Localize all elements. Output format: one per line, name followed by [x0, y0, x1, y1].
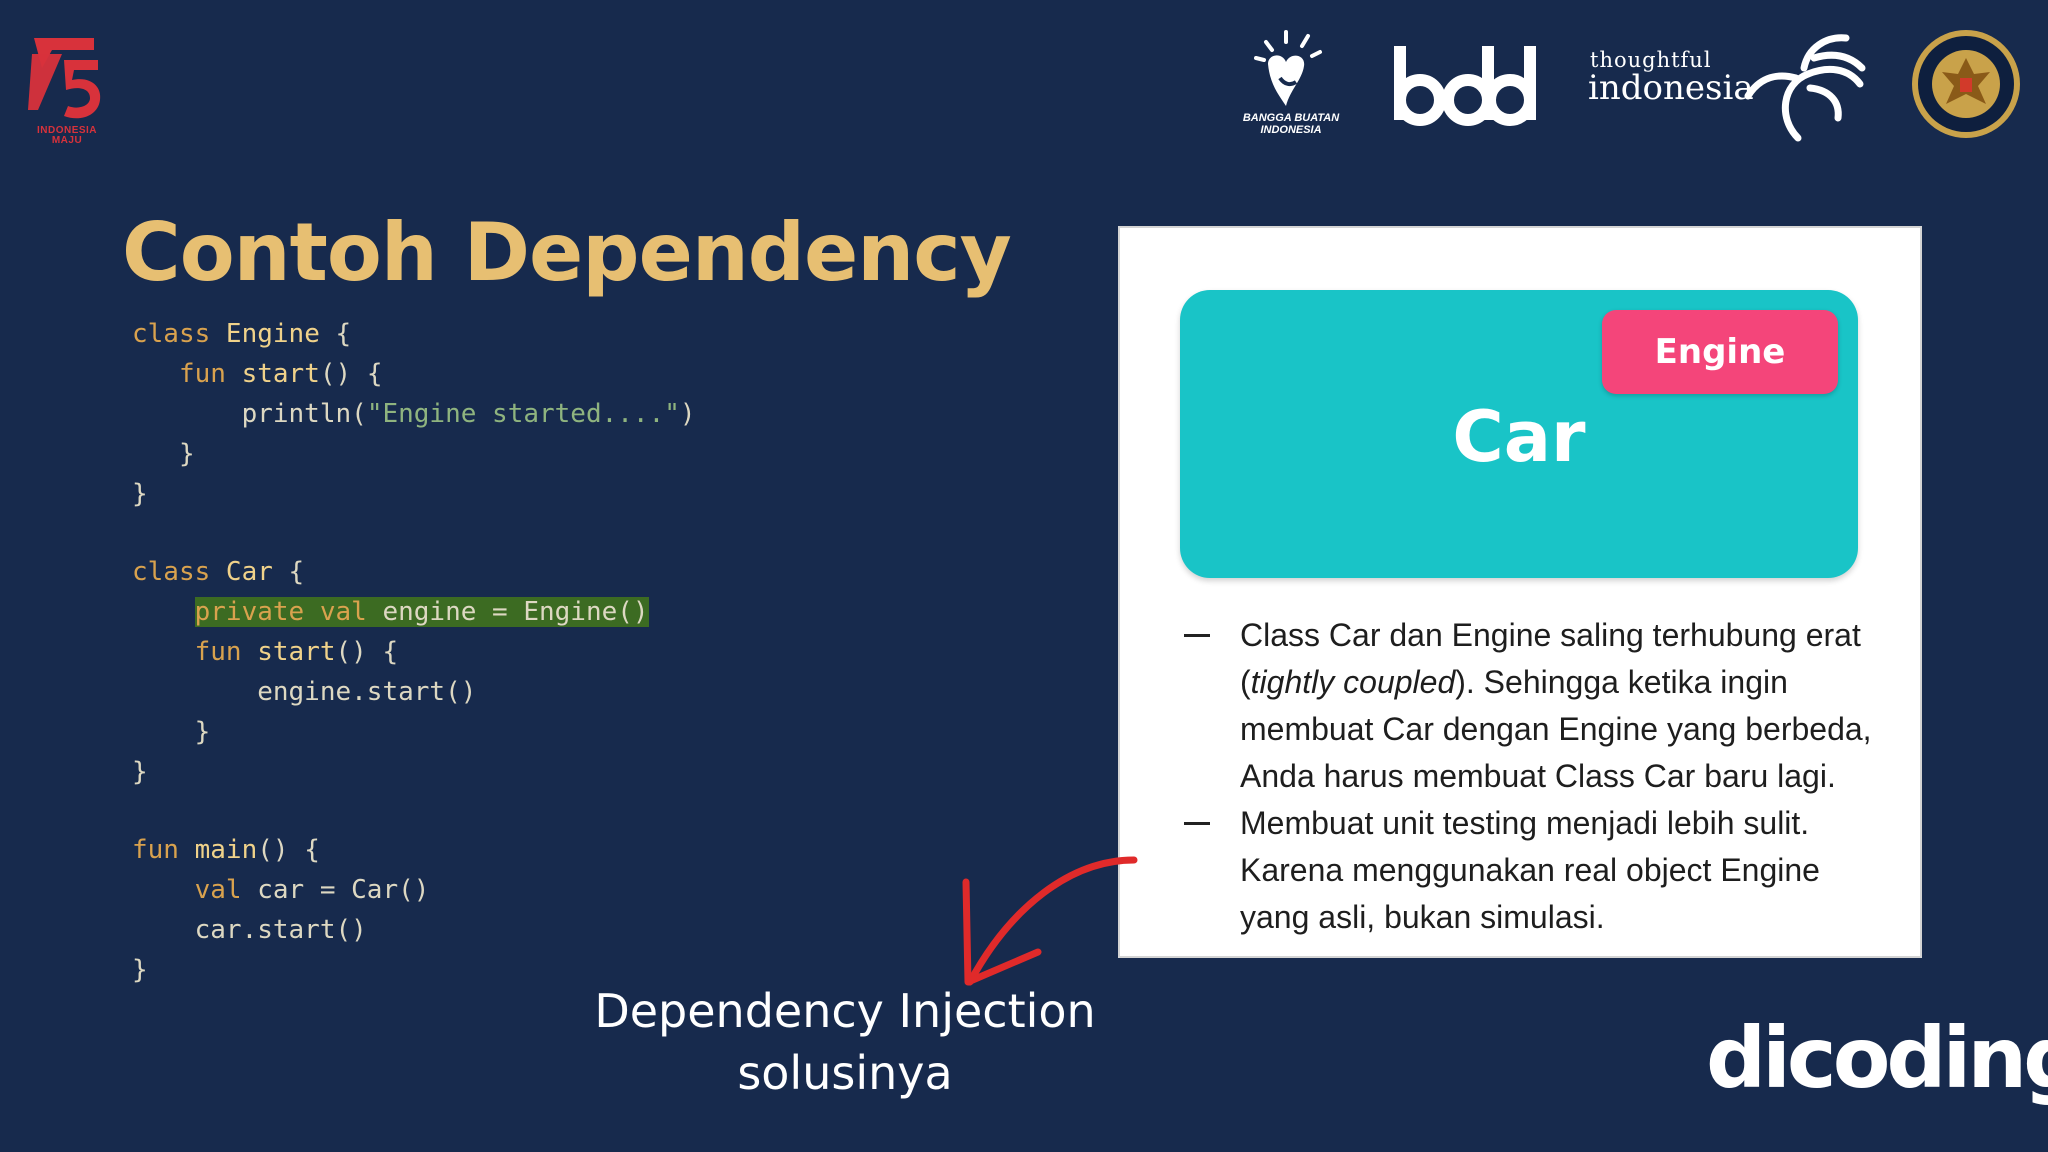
code-line: } — [132, 950, 696, 990]
car-box: Engine Car — [1180, 290, 1858, 578]
dash-icon — [1184, 634, 1210, 637]
code-line: val car = Car() — [132, 870, 696, 910]
thoughtful-indonesia-logo: thoughtful indonesia — [1588, 28, 1868, 148]
logo-75-caption-line2: MAJU — [51, 135, 83, 146]
code-line: private val engine = Engine() — [132, 592, 696, 632]
kemenparekraf-seal — [1910, 28, 2022, 148]
logo-75-caption-line1: INDONESIA — [36, 125, 98, 136]
code-line: car.start() — [132, 910, 696, 950]
code-token: fun — [132, 835, 195, 865]
bullet-item: Membuat unit testing menjadi lebih sulit… — [1184, 800, 1890, 941]
dependency-injection-note: Dependency Injection solusinya — [540, 980, 1150, 1104]
code-token: Car — [225, 557, 273, 587]
code-token: car = Car() — [257, 875, 430, 905]
code-token: () { — [319, 359, 383, 389]
highlighted-code-token: private val — [194, 597, 383, 627]
dash-icon — [1184, 822, 1210, 825]
code-line — [132, 514, 696, 552]
bullet-list: Class Car dan Engine saling terhubung er… — [1184, 612, 1890, 941]
code-token: engine.start() — [132, 677, 477, 707]
code-token: println( — [132, 399, 367, 429]
code-block: class Engine { fun start() { println("En… — [132, 314, 696, 990]
code-token: () { — [335, 637, 399, 667]
code-line: fun main() { — [132, 830, 696, 870]
bullet-line: Karena menggunakan real object Engine — [1240, 852, 1820, 888]
seal-emblem-icon — [1912, 30, 2020, 138]
code-token — [132, 597, 195, 627]
code-token: class — [132, 557, 226, 587]
code-token: car.start() — [132, 915, 367, 945]
code-line: engine.start() — [132, 672, 696, 712]
bullet-line: Class Car dan Engine saling terhubung er… — [1240, 617, 1861, 653]
code-line: println("Engine started....") — [132, 394, 696, 434]
code-token: } — [132, 479, 148, 509]
bbi-caption-line2: INDONESIA — [1260, 124, 1322, 136]
code-token: "Engine started...." — [366, 399, 680, 429]
code-token: } — [132, 717, 211, 747]
note-line-1: Dependency Injection — [594, 984, 1096, 1038]
code-line — [132, 792, 696, 830]
indonesia-text: indonesia — [1588, 68, 1754, 108]
red-arrow-icon — [962, 856, 1138, 986]
code-token: fun — [132, 359, 242, 389]
slide-title: Contoh Dependency — [122, 206, 1012, 299]
logo-75-caption: INDONESIA MAJU — [22, 126, 112, 146]
code-line: class Car { — [132, 552, 696, 592]
code-line: fun start() { — [132, 354, 696, 394]
highlighted-code-token: engine = Engine() — [382, 597, 649, 627]
code-token: { — [272, 557, 305, 587]
bbi-caption: BANGGA BUATAN INDONESIA — [1236, 112, 1346, 136]
bullet-line: (tightly coupled). Sehingga ketika ingin — [1240, 664, 1788, 700]
bbi-caption-line1: BANGGA BUATAN — [1242, 112, 1340, 124]
code-line: } — [132, 474, 696, 514]
code-token: ) — [679, 399, 696, 429]
code-token: Engine — [225, 319, 320, 349]
engine-box: Engine — [1602, 310, 1838, 394]
code-token: start — [241, 359, 320, 389]
logo-75-mark — [28, 38, 101, 119]
bullet-line: Anda harus membuat Class Car baru lagi. — [1240, 758, 1836, 794]
code-line: fun start() { — [132, 632, 696, 672]
bullet-line: membuat Car dengan Engine yang berbeda, — [1240, 711, 1872, 747]
dicoding-wordmark: dicoding — [1706, 1009, 2048, 1107]
bullet-line: yang asli, bukan simulasi. — [1240, 899, 1605, 935]
bullet-line: Membuat unit testing menjadi lebih sulit… — [1240, 805, 1810, 841]
car-label: Car — [1452, 396, 1586, 478]
dicoding-logo: dicoding — [1706, 1016, 2048, 1100]
code-line: } — [132, 434, 696, 474]
bullet-item: Class Car dan Engine saling terhubung er… — [1184, 612, 1890, 800]
code-token: } — [132, 439, 195, 469]
diagram-card: Engine Car Class Car dan Engine saling t… — [1118, 226, 1922, 958]
heart-hand-icon — [1254, 30, 1322, 106]
code-line: } — [132, 752, 696, 792]
code-line: class Engine { — [132, 314, 696, 354]
code-token: main — [194, 835, 258, 865]
indonesia-maju-75-logo: INDONESIA MAJU — [28, 34, 104, 149]
code-token: } — [132, 955, 148, 985]
code-token: () { — [257, 835, 320, 865]
bdd-logo — [1390, 28, 1540, 148]
code-token: class — [132, 319, 226, 349]
garuda-swirl-icon — [1744, 34, 1866, 142]
code-token: start — [257, 637, 336, 667]
bangga-buatan-indonesia-logo: BANGGA BUATAN INDONESIA — [1236, 28, 1346, 148]
note-line-2: solusinya — [737, 1046, 953, 1100]
code-token: fun — [132, 637, 258, 667]
code-token: } — [132, 757, 148, 787]
bdd-logo-mark — [1394, 46, 1536, 126]
code-token: val — [132, 875, 258, 905]
thoughtful-text: thoughtful — [1590, 48, 1712, 72]
code-line: } — [132, 712, 696, 752]
code-token: { — [319, 319, 352, 349]
